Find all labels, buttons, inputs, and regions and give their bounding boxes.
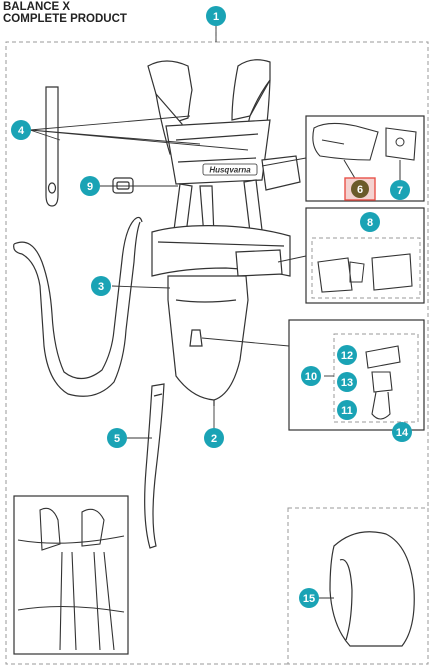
- callout-15: 15: [299, 588, 319, 608]
- callout-1: 1: [206, 6, 226, 26]
- svg-text:3: 3: [98, 281, 104, 293]
- callout-11: 11: [337, 400, 357, 420]
- callout-5: 5: [107, 428, 127, 448]
- svg-text:15: 15: [303, 593, 315, 605]
- buckle-part-9: [112, 177, 134, 194]
- svg-text:12: 12: [341, 350, 353, 362]
- svg-text:9: 9: [87, 181, 93, 193]
- svg-text:13: 13: [341, 377, 353, 389]
- title-line-2: COMPLETE PRODUCT: [3, 13, 127, 25]
- callout-12: 12: [337, 345, 357, 365]
- harness-main: [147, 59, 301, 406]
- brand-label: Husqvarna: [202, 163, 258, 176]
- svg-text:7: 7: [397, 185, 403, 197]
- callout-9: 9: [80, 176, 100, 196]
- svg-text:2: 2: [211, 433, 217, 445]
- svg-text:14: 14: [396, 427, 409, 439]
- callout-6-highlight: 6: [344, 177, 376, 201]
- svg-text:5: 5: [114, 433, 120, 445]
- callout-13: 13: [337, 372, 357, 392]
- leader-lines: [29, 25, 334, 599]
- callout-3: 3: [91, 276, 111, 296]
- callouts: 1 4 9 3 5 2 7 8: [11, 6, 412, 608]
- svg-text:1: 1: [213, 11, 219, 23]
- hip-pad-part-3: [13, 216, 143, 397]
- callout-4: 4: [11, 120, 31, 140]
- strap-part-4: [45, 86, 59, 207]
- callout-2: 2: [204, 428, 224, 448]
- svg-text:4: 4: [18, 125, 25, 137]
- callout-14: 14: [392, 422, 412, 442]
- detail-box-closeup: [13, 495, 129, 655]
- callout-6-label: 6: [357, 184, 363, 196]
- diagram-title: BALANCE X COMPLETE PRODUCT: [3, 1, 127, 25]
- title-line-1: BALANCE X: [3, 1, 71, 13]
- svg-text:10: 10: [305, 371, 317, 383]
- callout-10: 10: [301, 366, 321, 386]
- svg-text:8: 8: [367, 217, 373, 229]
- callout-7: 7: [390, 180, 410, 200]
- bag-part-15: [329, 531, 415, 647]
- main-assembly-frame: [5, 25, 429, 665]
- strap-part-5: [144, 383, 165, 549]
- callout-8: 8: [360, 212, 380, 232]
- svg-text:11: 11: [341, 405, 353, 417]
- brand-label-text: Husqvarna: [209, 166, 251, 175]
